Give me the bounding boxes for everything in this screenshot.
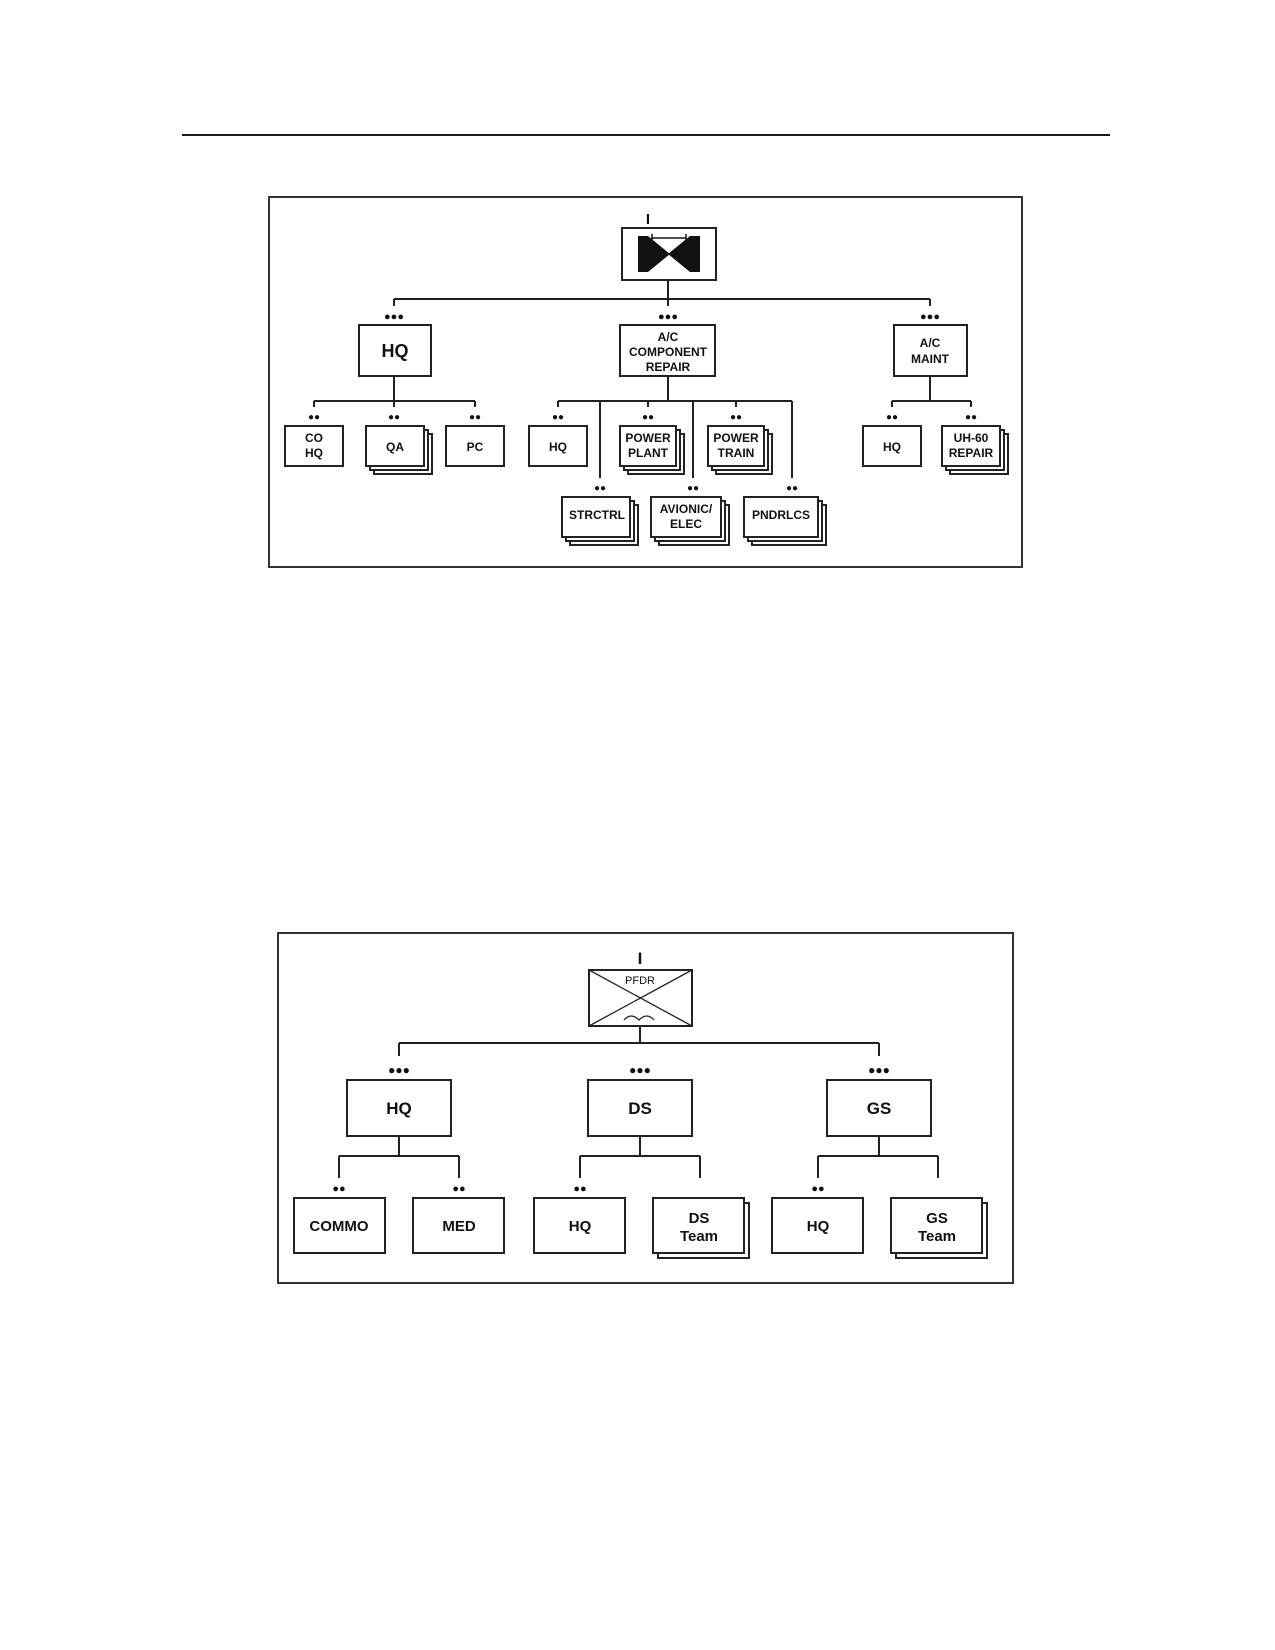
co-hq-box <box>284 425 344 467</box>
org-chart-pfdr: I PFDR ●●● HQ ●●● DS ●●● GS ●● COMMO ●● … <box>277 932 1014 1284</box>
repair-hq-echelon-mark: ●● <box>552 412 564 423</box>
ds-team-box-stack <box>652 1197 750 1259</box>
co-hq-label-1: CO <box>305 431 323 445</box>
pc-label: PC <box>467 440 484 454</box>
gs-hq-box <box>771 1197 864 1254</box>
gs-team-label-1: GS <box>926 1210 948 1227</box>
power-plant-box-stack <box>619 425 685 475</box>
top-unit-size-mark: I <box>646 211 650 228</box>
pndrlcs-box-stack <box>743 496 827 546</box>
co-hq-label-2: HQ <box>305 446 323 460</box>
strctrl-label: STRCTRL <box>569 508 625 522</box>
uh60-label-2: REPAIR <box>949 446 994 460</box>
qa-echelon-mark: ●● <box>388 412 400 423</box>
pc-box <box>445 425 505 467</box>
gs-box <box>826 1079 932 1137</box>
power-plant-label-1: POWER <box>625 431 671 445</box>
gs-team-label-2: Team <box>918 1228 956 1245</box>
gs-label: GS <box>867 1099 892 1118</box>
maint-hq-box <box>862 425 922 467</box>
pfdr-label: PFDR <box>625 975 655 987</box>
ds-echelon-mark: ●●● <box>629 1063 651 1077</box>
strctrl-echelon-mark: ●● <box>594 483 606 494</box>
maint-label-1: A/C <box>920 336 941 350</box>
hq2-label: HQ <box>386 1099 412 1118</box>
ds-hq-label: HQ <box>569 1218 592 1235</box>
power-train-label-1: POWER <box>713 431 759 445</box>
commo-box <box>293 1197 386 1254</box>
med-box <box>412 1197 505 1254</box>
power-train-label-2: TRAIN <box>718 446 755 460</box>
commo-label: COMMO <box>309 1218 368 1235</box>
hq-box <box>358 324 432 377</box>
pndrlcs-echelon-mark: ●● <box>786 483 798 494</box>
repair-hq-label: HQ <box>549 440 567 454</box>
gs-hq-echelon-mark: ●● <box>811 1183 824 1195</box>
repair-hq-box <box>528 425 588 467</box>
maint-hq-echelon-mark: ●● <box>886 412 898 423</box>
power-train-box-stack <box>707 425 773 475</box>
avionic-label-1: AVIONIC/ <box>660 502 713 516</box>
component-repair-echelon-mark: ●●● <box>658 311 678 323</box>
power-train-echelon-mark: ●● <box>730 412 742 423</box>
ds-team-label-1: DS <box>689 1210 710 1227</box>
ds-hq-echelon-mark: ●● <box>573 1183 586 1195</box>
maint-echelon-mark: ●●● <box>920 311 940 323</box>
uh60-echelon-mark: ●● <box>965 412 977 423</box>
gs-echelon-mark: ●●● <box>868 1063 890 1077</box>
avionic-label-2: ELEC <box>670 517 702 531</box>
qa-label: QA <box>386 440 404 454</box>
pc-echelon-mark: ●● <box>469 412 481 423</box>
maint-label-2: MAINT <box>911 352 950 366</box>
qa-box-stack <box>365 425 433 475</box>
gs-hq-label: HQ <box>807 1218 830 1235</box>
med-echelon-mark: ●● <box>452 1183 465 1195</box>
header-rule <box>182 134 1110 136</box>
gs-team-box-stack <box>890 1197 988 1259</box>
org-chart-aircraft-maintenance: I ●●● HQ ●●● A/C COMPONENT REPAIR ●●● A/… <box>268 196 1023 568</box>
component-repair-label-1: A/C <box>658 330 679 344</box>
med-label: MED <box>442 1218 476 1235</box>
ds-hq-box <box>533 1197 626 1254</box>
ds-label: DS <box>628 1099 652 1118</box>
power-plant-label-2: PLANT <box>628 446 669 460</box>
uh60-label-1: UH-60 <box>954 431 989 445</box>
component-repair-label-3: REPAIR <box>646 360 691 374</box>
uh60-box-stack <box>941 425 1009 475</box>
power-plant-echelon-mark: ●● <box>642 412 654 423</box>
component-repair-label-2: COMPONENT <box>629 345 708 359</box>
org-chart-pfdr-svg: I PFDR ●●● HQ ●●● DS ●●● GS ●● COMMO ●● … <box>293 949 988 1259</box>
co-hq-echelon-mark: ●● <box>308 412 320 423</box>
avionic-box-stack <box>650 496 730 546</box>
org-chart-aircraft-maintenance-svg: I ●●● HQ ●●● A/C COMPONENT REPAIR ●●● A/… <box>284 211 1009 546</box>
top-unit-maintenance-symbol <box>621 227 717 281</box>
hq2-echelon-mark: ●●● <box>388 1063 410 1077</box>
commo-echelon-mark: ●● <box>332 1183 345 1195</box>
hq2-box <box>346 1079 452 1137</box>
maint-box <box>893 324 968 377</box>
hq-echelon-mark: ●●● <box>384 311 404 323</box>
pfdr-size-mark: I <box>638 949 643 968</box>
hq-label: HQ <box>382 341 409 361</box>
maint-hq-label: HQ <box>883 440 901 454</box>
avionic-echelon-mark: ●● <box>687 483 699 494</box>
strctrl-box-stack <box>561 496 639 546</box>
ds-team-label-2: Team <box>680 1228 718 1245</box>
pndrlcs-label: PNDRLCS <box>752 508 810 522</box>
